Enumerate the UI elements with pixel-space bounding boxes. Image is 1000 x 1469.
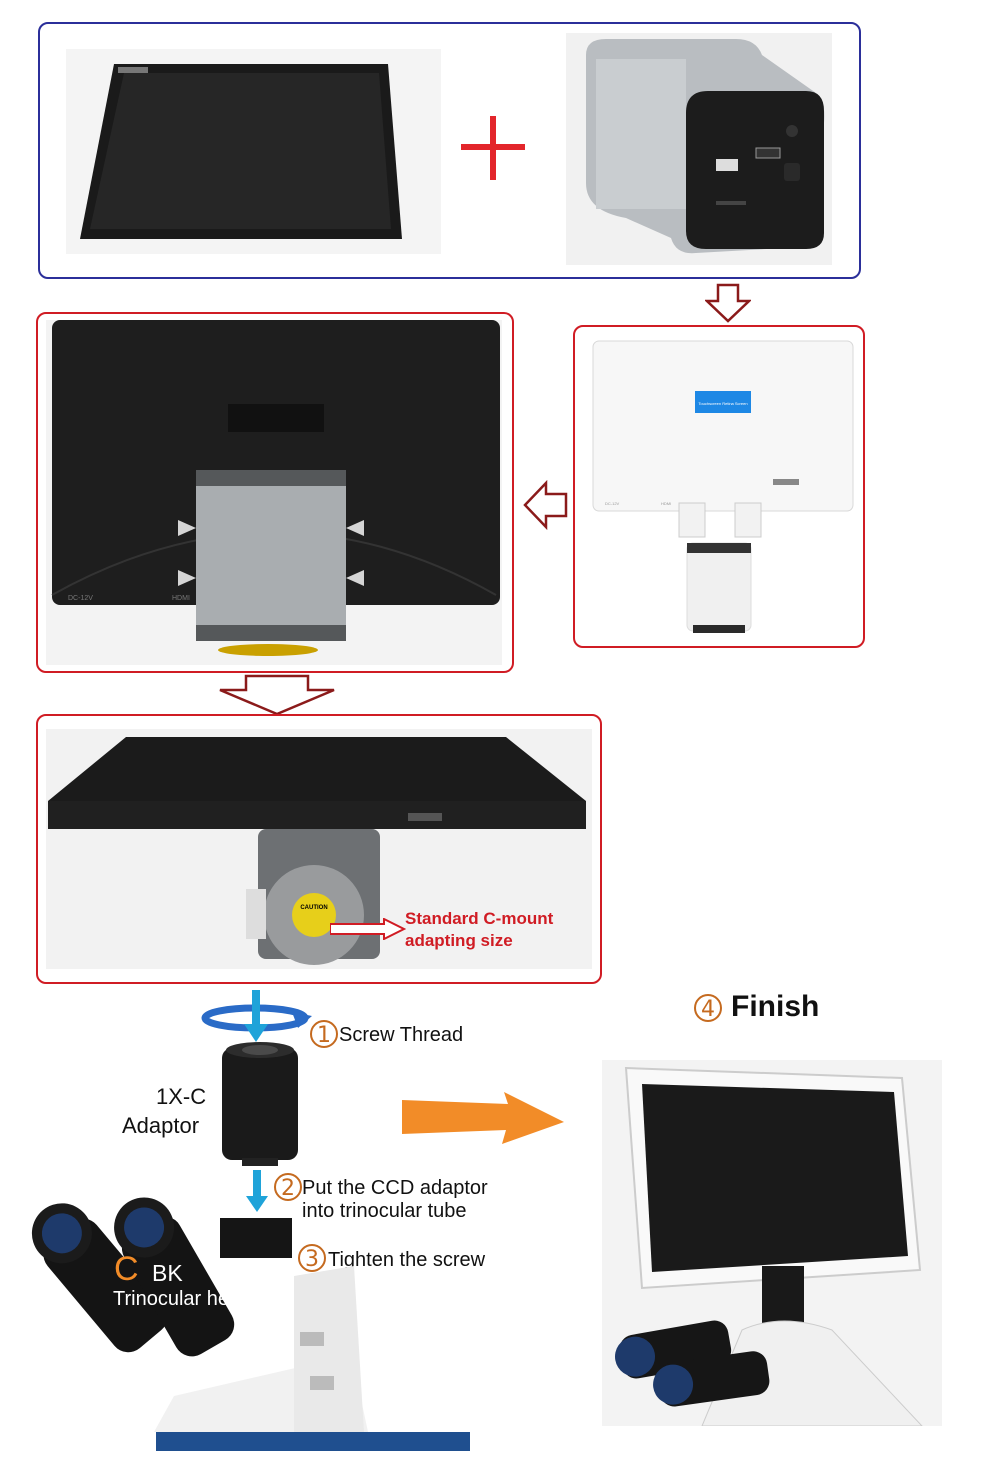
step-3-label: Tighten the screw bbox=[328, 1249, 486, 1271]
step-2-badge: 2 bbox=[274, 1173, 302, 1201]
arrow-down-icon bbox=[218, 674, 336, 716]
white-tablet-photo: Touchscreen Retina Screen DC-12V HDMI bbox=[583, 333, 855, 640]
adaptor-photo bbox=[222, 1040, 298, 1168]
side-label-dc: DC-12V bbox=[605, 501, 620, 506]
side-label-hdmi: HDMI bbox=[172, 595, 190, 602]
c-mount-annotation-line2: adapting size bbox=[405, 931, 513, 950]
finished-assembly-photo bbox=[602, 1060, 942, 1427]
caution-title: CAUTION bbox=[300, 905, 327, 911]
rotate-arrow-icon bbox=[200, 990, 320, 1060]
plus-icon bbox=[461, 116, 525, 180]
side-label-dc: DC-12V bbox=[68, 595, 93, 602]
trinocular-head-label: Trinocular head bbox=[113, 1288, 252, 1310]
step-1-badge: 1 bbox=[310, 1020, 338, 1048]
side-label-hdmi: HDMI bbox=[661, 501, 671, 506]
adaptor-label-line1: 1X-C bbox=[156, 1084, 207, 1109]
tablet-back-photo: DC-12V HDMI bbox=[46, 320, 502, 665]
step-2-label-line2: into trinocular tube bbox=[302, 1200, 467, 1222]
finish-label: Finish bbox=[731, 990, 820, 1023]
c-mount-annotation-line1: Standard C-mount bbox=[405, 909, 554, 928]
camera-photo bbox=[566, 33, 832, 265]
screen-label: Touchscreen Retina Screen bbox=[698, 401, 747, 406]
step-2-label-line1: Put the CCD adaptor bbox=[302, 1177, 488, 1199]
orange-arrow-icon bbox=[398, 1090, 568, 1146]
step-4-badge: 4 bbox=[694, 994, 722, 1022]
arrow-left-icon bbox=[522, 479, 568, 531]
brand-bk: BK bbox=[152, 1260, 183, 1286]
step-1-label: Screw Thread bbox=[339, 1024, 464, 1046]
brand-c: C bbox=[114, 1250, 139, 1288]
annotation-arrow-icon bbox=[329, 917, 407, 941]
step-3-badge: 3 bbox=[298, 1244, 326, 1272]
arrow-down-icon bbox=[703, 283, 753, 323]
tablet-photo bbox=[66, 49, 441, 254]
trinocular-head-photo bbox=[24, 1196, 472, 1451]
tablet-front-photo: CAUTION bbox=[46, 729, 592, 969]
adaptor-label-line2: Adaptor bbox=[122, 1113, 200, 1138]
down-arrow-icon bbox=[246, 1170, 268, 1214]
